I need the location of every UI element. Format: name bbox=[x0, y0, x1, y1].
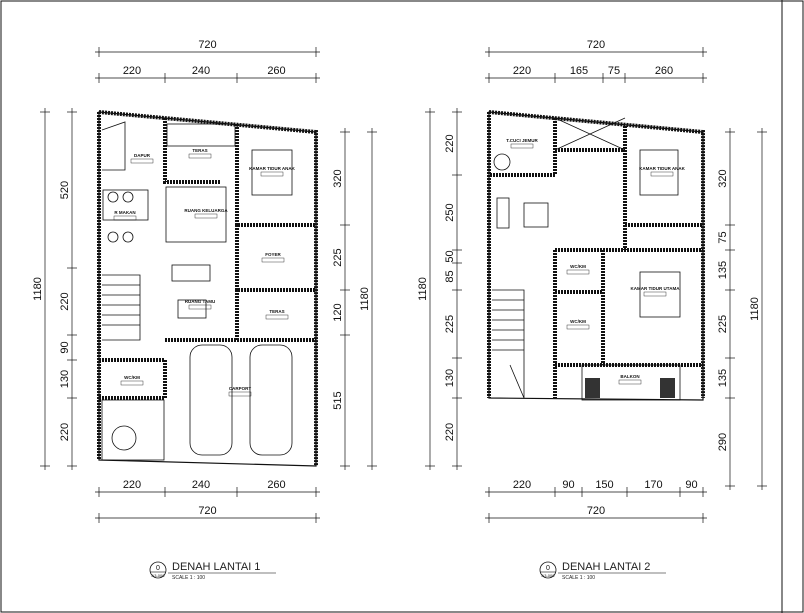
left-dim-label: 220 bbox=[444, 423, 456, 441]
room-label: KAMAR TIDUR ANAK bbox=[639, 166, 686, 171]
left-dim-label: 220 bbox=[444, 134, 456, 152]
room-label: WC/KM bbox=[124, 375, 140, 380]
top-dim-label: 240 bbox=[192, 65, 210, 77]
room-size-box bbox=[228, 391, 252, 397]
ref-sheet: A3-000 bbox=[152, 573, 166, 578]
left-dim-label: 250 bbox=[444, 203, 456, 221]
room-size-box bbox=[643, 291, 667, 297]
room-size-box bbox=[188, 153, 212, 159]
bottom-dim-label: 220 bbox=[123, 479, 141, 491]
right-total-dim-label: 1180 bbox=[359, 287, 371, 311]
section-ref-bubble bbox=[149, 561, 167, 579]
bottom-total-dim-label: 720 bbox=[198, 505, 216, 517]
right-dim-label: 225 bbox=[717, 315, 729, 333]
right-dim-label: 515 bbox=[332, 391, 344, 409]
top-dim-label: 75 bbox=[608, 65, 620, 77]
room-label: TERAS bbox=[192, 148, 207, 153]
top-dim-label: 220 bbox=[513, 65, 531, 77]
section-ref-bubble bbox=[539, 561, 557, 579]
room-label: WC/KM bbox=[570, 264, 586, 269]
floor-plan-1 bbox=[97, 110, 318, 467]
left-dim-label: 85 bbox=[444, 270, 456, 282]
room-size-box bbox=[261, 257, 285, 263]
room-label: T.CUCI JEMUR bbox=[506, 138, 538, 143]
plan-title: DENAH LANTAI 2 bbox=[562, 561, 650, 573]
left-dim-label: 520 bbox=[59, 181, 71, 199]
right-total-dim-label: 1180 bbox=[749, 297, 761, 321]
room-size-box bbox=[650, 171, 674, 177]
right-dim-label: 135 bbox=[717, 261, 729, 279]
bottom-dim-label: 240 bbox=[192, 479, 210, 491]
right-dim-label: 120 bbox=[332, 303, 344, 321]
room-label: WC/KM bbox=[570, 319, 586, 324]
room-size-box bbox=[566, 269, 590, 275]
left-dim-label: 130 bbox=[59, 370, 71, 388]
bottom-dim-label: 260 bbox=[267, 479, 285, 491]
left-dim-label: 225 bbox=[444, 315, 456, 333]
ref-number: 0 bbox=[546, 565, 550, 572]
room-label: CARPORT bbox=[229, 386, 252, 391]
dimension-lines: 720 220 240 260 220 240 260 720 1180 520 220 90 130 2… bbox=[32, 39, 767, 523]
right-dim-label: 75 bbox=[717, 231, 729, 243]
room-size-box bbox=[188, 304, 212, 310]
left-dim-label: 130 bbox=[444, 369, 456, 387]
floor-plan-2 bbox=[487, 110, 705, 401]
right-dim-label: 135 bbox=[717, 369, 729, 387]
bottom-dim-label: 150 bbox=[595, 479, 613, 491]
left-dim-label: 220 bbox=[59, 292, 71, 310]
right-dim-label: 225 bbox=[332, 248, 344, 266]
bottom-dim-label: 90 bbox=[562, 479, 574, 491]
room-size-box bbox=[260, 171, 284, 177]
top-dim-label: 220 bbox=[123, 65, 141, 77]
room-size-box bbox=[130, 158, 154, 164]
room-size-box bbox=[265, 314, 289, 320]
room-size-box bbox=[113, 215, 137, 221]
left-dim-label: 90 bbox=[59, 341, 71, 353]
room-label: KAMAR TIDUR ANAK bbox=[249, 166, 296, 171]
right-dim-label: 290 bbox=[717, 433, 729, 451]
top-total-dim-label: 720 bbox=[198, 39, 216, 51]
plan-scale: SCALE 1 : 100 bbox=[562, 575, 595, 581]
right-dim-label: 320 bbox=[717, 169, 729, 187]
room-label: RUANG KELUARGA bbox=[184, 208, 228, 213]
room-label: RUANG TAMU bbox=[185, 299, 215, 304]
left-dim-label: 220 bbox=[59, 423, 71, 441]
room-label: BALKON bbox=[620, 374, 639, 379]
bottom-dim-label: 170 bbox=[644, 479, 662, 491]
plan-title: DENAH LANTAI 1 bbox=[172, 561, 260, 573]
room-size-box bbox=[194, 213, 218, 219]
bottom-total-dim-label: 720 bbox=[587, 505, 605, 517]
room-labels: DAPUR TERAS KAMAR TIDUR ANAK R MAKAN RUANG K… bbox=[113, 138, 686, 397]
ref-number: 0 bbox=[156, 565, 160, 572]
top-dim-label: 260 bbox=[267, 65, 285, 77]
left-total-dim-label: 1180 bbox=[32, 277, 44, 301]
room-size-box bbox=[120, 380, 144, 386]
room-label: DAPUR bbox=[134, 153, 151, 158]
room-label: KAMAR TIDUR UTAMA bbox=[631, 286, 681, 291]
plan-scale: SCALE 1 : 100 bbox=[172, 575, 205, 581]
top-total-dim-label: 720 bbox=[587, 39, 605, 51]
room-size-box bbox=[566, 324, 590, 330]
bottom-dim-label: 220 bbox=[513, 479, 531, 491]
room-size-box bbox=[618, 379, 642, 385]
room-size-box bbox=[510, 143, 534, 149]
right-dim-label: 320 bbox=[332, 169, 344, 187]
bottom-dim-label: 90 bbox=[685, 479, 697, 491]
top-dim-label: 260 bbox=[655, 65, 673, 77]
top-dim-label: 165 bbox=[570, 65, 588, 77]
room-label: TERAS bbox=[269, 309, 284, 314]
left-dim-label: 50 bbox=[444, 250, 456, 262]
left-total-dim-label: 1180 bbox=[417, 277, 429, 301]
room-label: FOYER bbox=[265, 252, 281, 257]
room-label: R MAKAN bbox=[114, 210, 135, 215]
ref-sheet: A3-000 bbox=[542, 573, 556, 578]
